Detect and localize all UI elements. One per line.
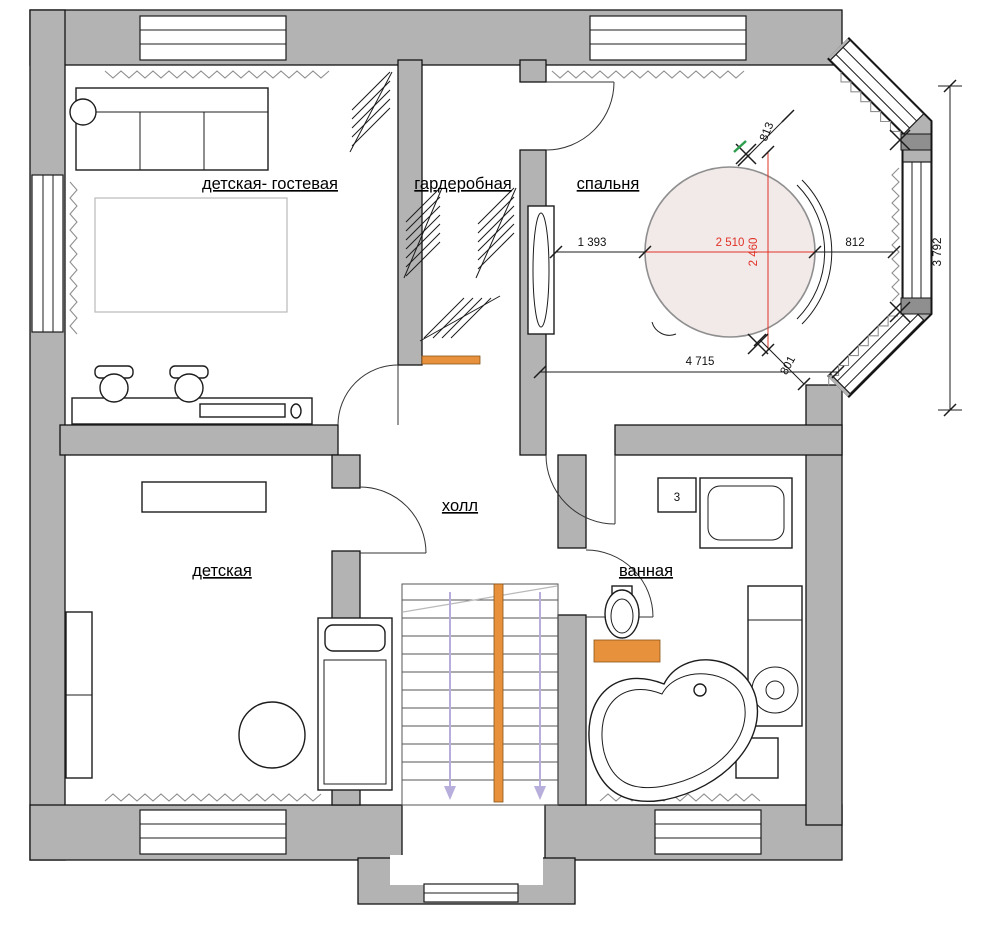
window-bay-right — [902, 161, 932, 305]
round-table — [238, 701, 306, 769]
labels: детская- гостевая гардеробная спальня хо… — [192, 121, 944, 580]
door-hall-to-nursery — [359, 486, 427, 554]
stair-arrow-down-left — [444, 786, 456, 800]
dim-bed-height: 2 460 — [748, 238, 760, 267]
stair-stringer — [493, 583, 504, 803]
bed — [317, 617, 393, 791]
window-guest-left — [31, 174, 64, 333]
corner-cabinet-hatch — [351, 71, 391, 147]
shaft-box — [657, 477, 697, 513]
staircase — [401, 583, 559, 806]
window-nursery-bottom — [139, 809, 287, 855]
radiator-zigzags — [69, 70, 911, 802]
bay-corner-post-bottom — [900, 297, 932, 315]
room-label-bedroom: спальня — [577, 175, 640, 193]
dim-bed-diameter: 2 510 — [716, 237, 745, 249]
bed-bench-arc — [651, 321, 677, 336]
dimension-lines — [533, 79, 962, 417]
pedestal-sink — [604, 585, 640, 639]
dresser — [141, 481, 267, 513]
shower-tray — [699, 477, 793, 549]
window-bedroom-top — [589, 15, 747, 61]
window-bathroom-bottom — [654, 809, 762, 855]
room-nursery — [65, 481, 393, 791]
tall-cabinet — [527, 205, 555, 335]
tall-wardrobe — [65, 611, 93, 779]
shelving-hatch-right — [477, 187, 515, 270]
door-hall-to-guest — [337, 364, 399, 426]
windows — [31, 15, 932, 903]
dim-bed-left: 1 393 — [578, 237, 607, 249]
room-label-hall: холл — [442, 497, 478, 515]
stair-arrow-down-right — [534, 786, 546, 800]
dim-bed-right: 812 — [845, 237, 864, 249]
wardrobe-threshold — [421, 355, 481, 365]
room-label-nursery: детская — [192, 562, 252, 580]
door-bedroom-to-hall — [545, 454, 616, 525]
hall — [337, 364, 654, 618]
office-chair-2 — [169, 365, 209, 403]
door-wardrobe-to-bedroom — [545, 81, 615, 151]
stair-treads — [402, 599, 558, 781]
window-guest-top — [139, 15, 287, 61]
bay-corner-post-top — [900, 133, 932, 151]
room-label-wardrobe: гардеробная — [414, 175, 511, 193]
room-guest — [69, 71, 393, 425]
room-label-bathroom: ванная — [619, 562, 673, 580]
window-bay-top-diagonal — [829, 39, 925, 135]
dim-bedroom-width: 4 715 — [686, 356, 715, 368]
shaft-number: 3 — [674, 492, 680, 504]
dim-bay-span: 3 792 — [932, 238, 944, 267]
heart-bathtub — [588, 659, 759, 802]
window-porch — [423, 883, 519, 903]
room-bathroom — [588, 477, 803, 802]
room-label-guest: детская- гостевая — [202, 175, 338, 193]
office-chair-1 — [94, 365, 134, 403]
vanity-counter — [593, 639, 661, 663]
room-wardrobe — [403, 187, 517, 365]
rug — [94, 197, 288, 313]
sofa — [69, 87, 269, 171]
